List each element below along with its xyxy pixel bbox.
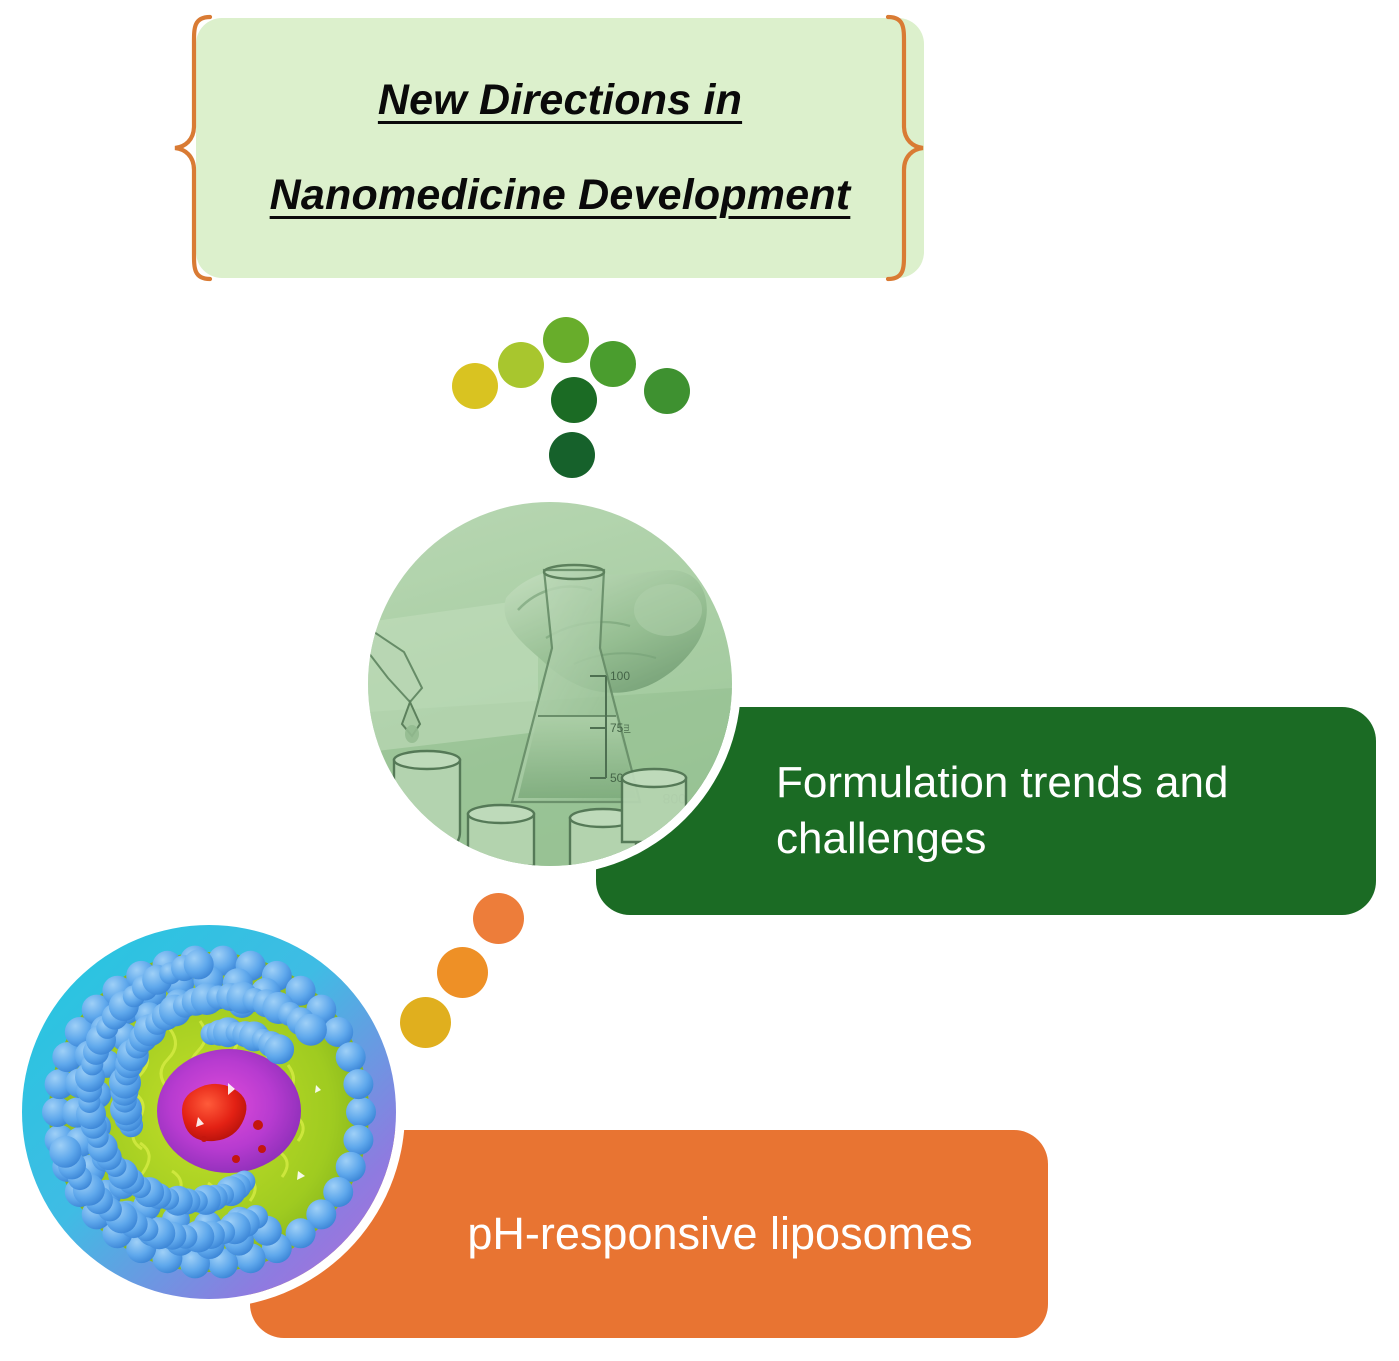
orange-arrow-dots-dot-1 <box>473 893 524 944</box>
liposome-cross-section <box>22 925 396 1299</box>
svg-text:50: 50 <box>610 771 624 785</box>
orange-arrow-dots-dot-2 <box>437 947 488 998</box>
green-arrow-dots-dot-3 <box>543 317 589 363</box>
svg-text:ml: ml <box>622 724 632 734</box>
laboratory-flask-illustration: 100 75 50 ml 008 <box>368 502 732 866</box>
svg-text:100: 100 <box>610 669 630 683</box>
laboratory-flask-photo: 100 75 50 ml 008 <box>368 502 732 866</box>
green-arrow-dots-dot-7 <box>549 432 595 478</box>
banner-liposome-label: pH-responsive liposomes <box>467 1208 973 1260</box>
green-arrow-dots-dot-5 <box>551 377 597 423</box>
green-arrow-dots-dot-6 <box>644 368 690 414</box>
svg-text:75: 75 <box>610 721 624 735</box>
title-line-2: Nanomedicine Development <box>269 171 851 219</box>
banner-formulation-label: Formulation trends and challenges <box>776 757 1229 863</box>
orange-arrow-dots-dot-3 <box>400 997 451 1048</box>
ph-responsive-liposome-illustration <box>22 925 396 1299</box>
green-arrow-dots-dot-2 <box>498 342 544 388</box>
title-card: New Directions in Nanomedicine Developme… <box>196 18 924 278</box>
green-arrow-dots-dot-4 <box>590 341 636 387</box>
title-line-1: New Directions in <box>377 76 743 124</box>
green-arrow-dots-dot-1 <box>452 363 498 409</box>
